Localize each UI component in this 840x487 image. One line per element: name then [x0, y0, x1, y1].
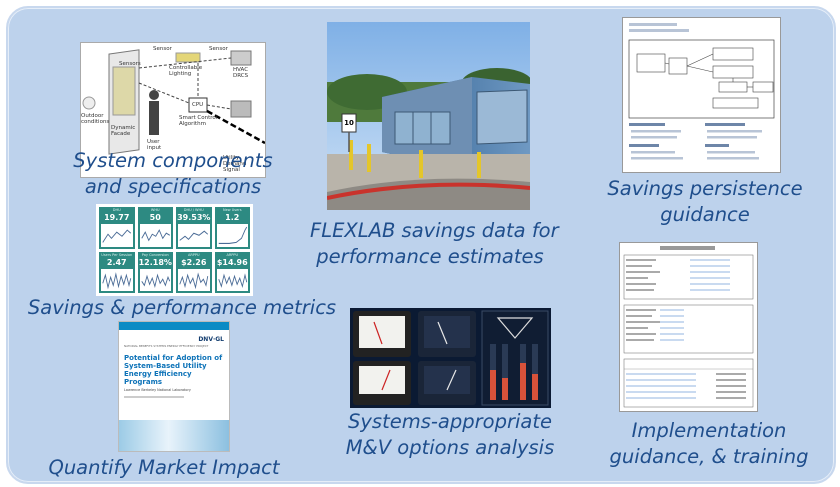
flexlab-building-photo: 10 — [327, 22, 530, 210]
metric-tile: ARPPU$2.26 — [176, 251, 212, 293]
report-cloud-banner — [119, 420, 229, 451]
metric-label: DHU / WHU — [183, 208, 204, 212]
report-subtitle: Lawrence Berkeley National Laboratory — [124, 388, 191, 392]
metric-sparkline — [216, 224, 248, 247]
speed-sign-value: 10 — [344, 119, 354, 127]
mv-meters-photo — [350, 308, 551, 408]
metric-sparkline — [101, 268, 133, 291]
metric-value: $14.96 — [216, 257, 248, 267]
caption-system-components: System components and specifications — [73, 149, 273, 198]
report-topline: NATIONAL BENEFITS SYSTEMS ENERGY EFFICIE… — [124, 344, 209, 348]
diagram-label: Utility Demand Signal — [223, 155, 247, 173]
implementation-form-graphic — [623, 246, 754, 408]
report-text-line — [124, 396, 184, 398]
metric-sparkline — [216, 268, 248, 291]
metric-value: 2.47 — [106, 257, 127, 267]
diagram-label: Sensors — [119, 61, 141, 67]
caption-mv-options: Systems-appropriate M&V options analysis — [345, 410, 555, 459]
metric-label: DHU — [112, 208, 121, 212]
report-title: Potential for Adoption of System-Based U… — [124, 354, 223, 386]
metric-value: 19.77 — [104, 213, 130, 222]
metric-label: WHU — [150, 208, 160, 212]
savings-persistence-document — [622, 17, 781, 173]
caption-market-impact: Quantify Market Impact — [48, 456, 280, 479]
caption-implementation: Implementation guidance, & training — [609, 419, 809, 468]
metric-label: New Users — [222, 208, 242, 212]
diagram-label: User input — [147, 139, 162, 151]
metric-label: Pay Conversion — [141, 252, 169, 257]
system-diagram-graphic — [82, 49, 265, 155]
caption-savings-persistence: Savings persistence guidance — [607, 177, 803, 226]
persistence-flowchart-graphic — [628, 23, 775, 160]
market-report-cover: DNV·GL NATIONAL BENEFITS SYSTEMS ENERGY … — [118, 321, 230, 452]
system-components-diagram: Sensors Sensor Controllable Lighting Sen… — [80, 42, 266, 178]
flexlab-photo-graphic — [327, 22, 530, 210]
caption-metrics: Savings & performance metrics — [27, 296, 337, 319]
metric-value: 50 — [149, 213, 161, 222]
metric-value: $2.26 — [181, 257, 207, 267]
diagram-label: Sensor — [209, 46, 228, 52]
diagram-label: CPU — [192, 102, 204, 108]
metric-sparkline — [101, 224, 133, 247]
metric-label: ARPPU — [187, 252, 200, 257]
metric-label: Users Per Session — [101, 252, 133, 257]
metric-sparkline — [178, 224, 210, 247]
diagram-label: Smart Control Algorithm — [179, 115, 218, 127]
diagram-label: Controllable Lighting — [169, 65, 203, 77]
metric-value: 39.53% — [177, 213, 211, 222]
metric-sparkline — [178, 268, 210, 291]
report-top-bar — [119, 322, 229, 330]
metric-value: 12.18% — [138, 257, 172, 267]
meters-graphic — [353, 310, 549, 406]
metric-label: ARPPU — [226, 252, 239, 257]
report-brand: DNV·GL — [198, 336, 224, 343]
metric-value: 1.2 — [225, 213, 240, 222]
caption-flexlab: FLEXLAB savings data for performance est… — [310, 219, 559, 268]
implementation-form-document — [619, 242, 758, 412]
metric-sparkline — [139, 224, 171, 247]
metric-sparkline — [139, 268, 171, 291]
diagram-label: Sensor — [153, 46, 172, 52]
metric-tile: ARPPU$14.96 — [214, 251, 250, 293]
diagram-label: Outdoor conditions — [81, 113, 110, 125]
diagram-label: HVAC DRCS — [233, 67, 249, 79]
diagram-label: Dynamic Facade — [111, 125, 136, 137]
